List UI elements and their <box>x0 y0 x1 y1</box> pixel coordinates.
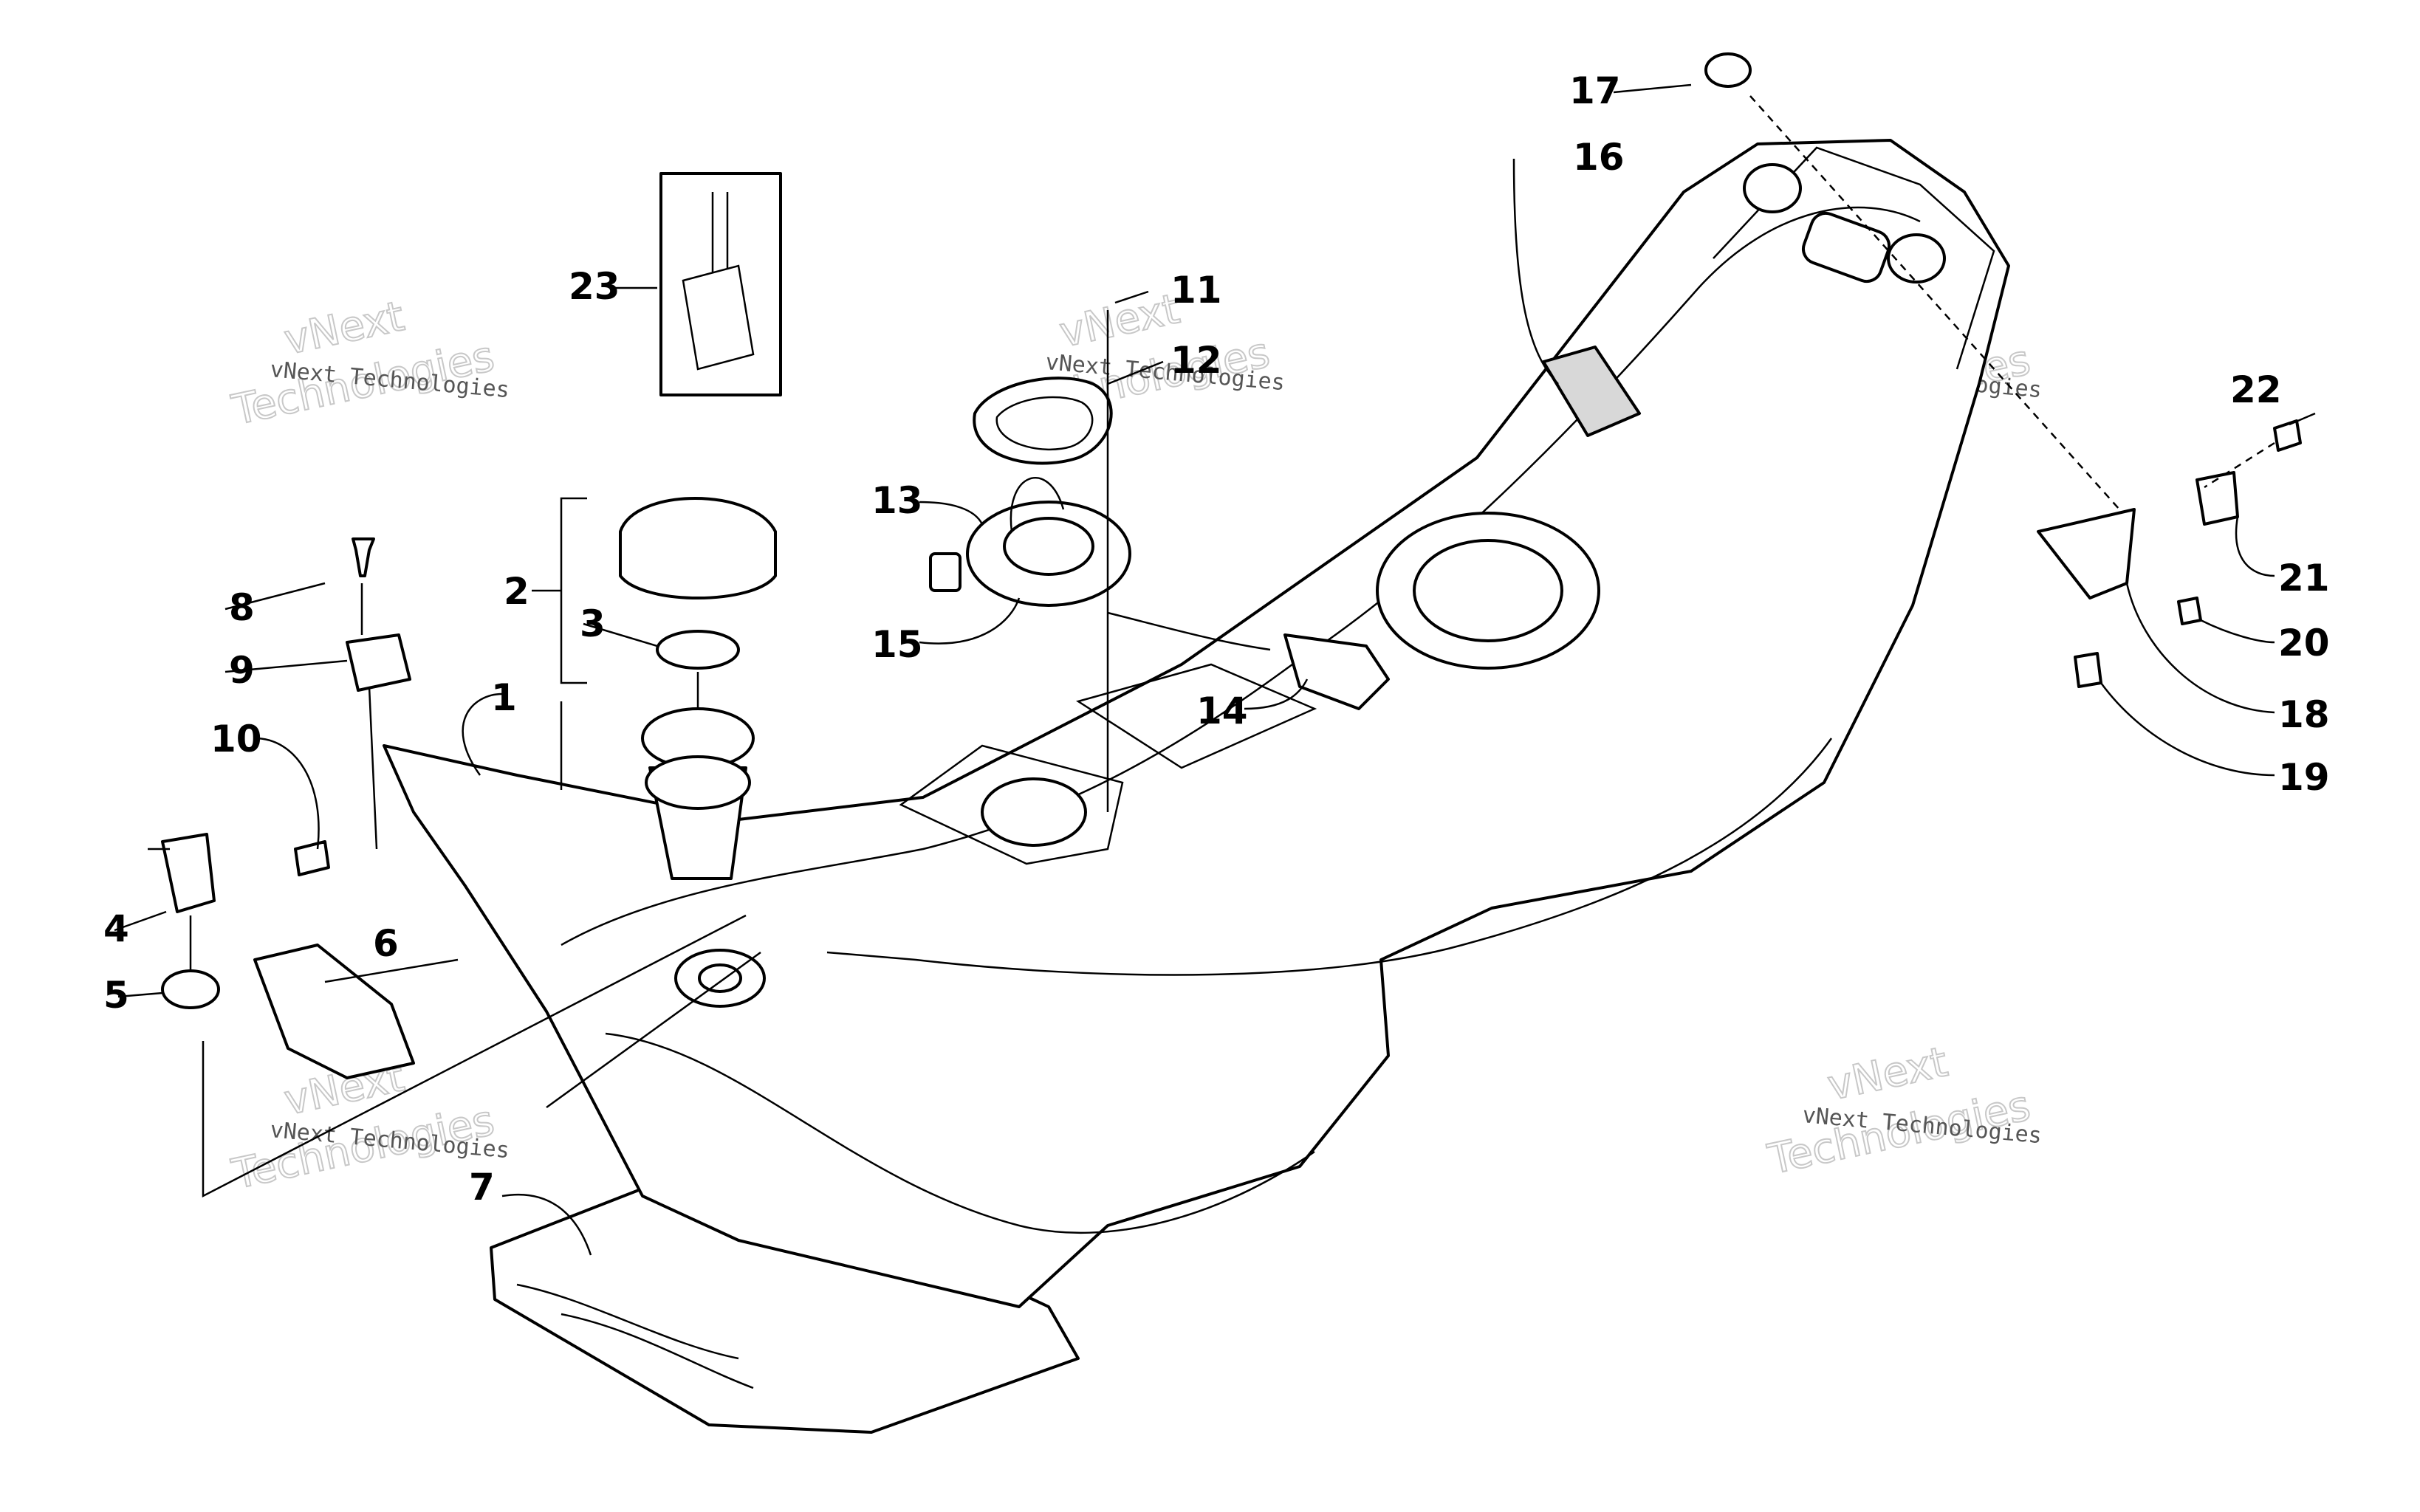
leader-4 <box>114 910 167 932</box>
leader-3 <box>583 622 658 647</box>
watermark-bottom-right: vNext Technologies vNext Technologies <box>1763 1037 2043 1185</box>
leader-9 <box>224 659 348 673</box>
clip-drawing <box>346 633 411 692</box>
speed-nut-right-drawing <box>2074 652 2102 688</box>
screw-drawing <box>352 537 375 577</box>
callout-8: 8 <box>229 586 255 629</box>
callout-15: 15 <box>871 623 923 666</box>
harness-connector-drawing <box>682 192 755 371</box>
leader-18 <box>2125 583 2275 714</box>
callout-labels: 1 2 3 4 5 6 7 8 9 10 11 12 13 14 15 16 1… <box>103 69 2330 1209</box>
leader-13 <box>919 501 984 525</box>
callout-16: 16 <box>1573 136 1625 179</box>
leader-16 <box>1512 158 1559 385</box>
clamp-drawing <box>2196 471 2239 526</box>
screw-right-20-drawing <box>2177 597 2202 625</box>
bracket-drawing <box>2037 508 2136 599</box>
callout-3: 3 <box>580 602 606 645</box>
callout-7: 7 <box>469 1166 495 1209</box>
leader-17 <box>1613 83 1692 94</box>
callout-4: 4 <box>103 907 129 950</box>
watermark-big-1: vNext <box>1055 285 1184 357</box>
tank-recess <box>1075 663 1317 769</box>
leader-20 <box>2200 619 2275 644</box>
fuel-tank-body-drawing <box>383 139 2010 1308</box>
callout-22: 22 <box>2230 368 2282 411</box>
callout-23: 23 <box>569 265 620 308</box>
callout-13: 13 <box>871 479 923 522</box>
warning-decal-drawing <box>1542 346 1641 437</box>
callout-14: 14 <box>1196 690 1248 732</box>
skid-plate-shading <box>516 1283 754 1389</box>
tank-rear-port-center <box>1801 211 1891 284</box>
leader-9-10-axis <box>368 686 378 850</box>
fuel-pump-hose <box>1010 477 1065 532</box>
callout-9: 9 <box>229 649 255 692</box>
callout-6: 6 <box>373 922 399 965</box>
speed-nut-drawing <box>294 840 330 876</box>
leader-14 <box>1244 678 1309 710</box>
bracket-2 <box>560 497 587 684</box>
tank-rear-port-right <box>1887 233 1946 284</box>
leader-11 <box>1114 290 1149 304</box>
leader-21 <box>2235 516 2275 577</box>
leader-15 <box>919 597 1021 645</box>
callout-18: 18 <box>2278 693 2330 736</box>
fuel-pump-wire <box>1107 611 1271 651</box>
pump-gasket-drawing <box>973 377 1113 465</box>
leader-1-curve <box>462 693 503 776</box>
leader-7 <box>501 1193 592 1256</box>
fuel-pump-inner <box>1003 517 1094 576</box>
callout-17: 17 <box>1569 69 1621 112</box>
callout-20: 20 <box>2278 622 2330 664</box>
screw-right-22-drawing <box>2273 419 2302 452</box>
leader-19 <box>2099 682 2275 777</box>
leader-10 <box>254 737 320 850</box>
watermark-top-left: vNext Technologies vNext Technologies <box>227 292 510 436</box>
plug-drawing <box>1704 52 1752 88</box>
filler-neck-thread <box>645 755 751 810</box>
callout-11: 11 <box>1170 269 1222 312</box>
leader-22-dashed <box>2204 441 2275 489</box>
leader-6 <box>324 958 459 983</box>
callout-1: 1 <box>491 676 517 719</box>
leader-5 <box>117 992 163 998</box>
callout-19: 19 <box>2278 756 2330 799</box>
tank-top-panel <box>899 744 1124 865</box>
leader-8 <box>224 582 326 611</box>
harness-inset-box <box>659 172 782 396</box>
tank-inner-contour-3 <box>605 1032 1315 1234</box>
leader-lines <box>114 83 2316 1256</box>
callout-12: 12 <box>1170 339 1222 382</box>
fuel-pump-opening-inner <box>1413 539 1563 642</box>
grommet-drawing <box>161 969 220 1009</box>
callout-2: 2 <box>504 570 529 613</box>
tank-drain-port-inner <box>698 963 742 993</box>
fuel-pump-connector <box>929 552 962 592</box>
callout-21: 21 <box>2278 557 2330 599</box>
vent-fitting-drawing <box>161 833 216 913</box>
callout-5: 5 <box>103 974 129 1017</box>
watermark-bottom-left: vNext Technologies vNext Technologies <box>227 1052 510 1200</box>
o-ring-drawing <box>656 630 740 670</box>
tank-rear-port-left <box>1743 163 1802 213</box>
leader-5-to-tank <box>202 914 747 1198</box>
fuel-cap-drawing <box>619 497 777 599</box>
leader-7-to-skid <box>546 951 761 1109</box>
leader-12 <box>1107 360 1164 385</box>
callout-10: 10 <box>210 718 262 760</box>
tank-small-port <box>981 777 1087 847</box>
tank-inner-contour-2 <box>826 738 1833 976</box>
watermark-big-1: vNext <box>1823 1038 1952 1110</box>
leader-22 <box>2289 412 2316 426</box>
heat-shield-drawing <box>253 944 415 1079</box>
pump-gasket-inner <box>995 396 1094 451</box>
fuel-level-sender-drawing <box>1283 633 1390 710</box>
